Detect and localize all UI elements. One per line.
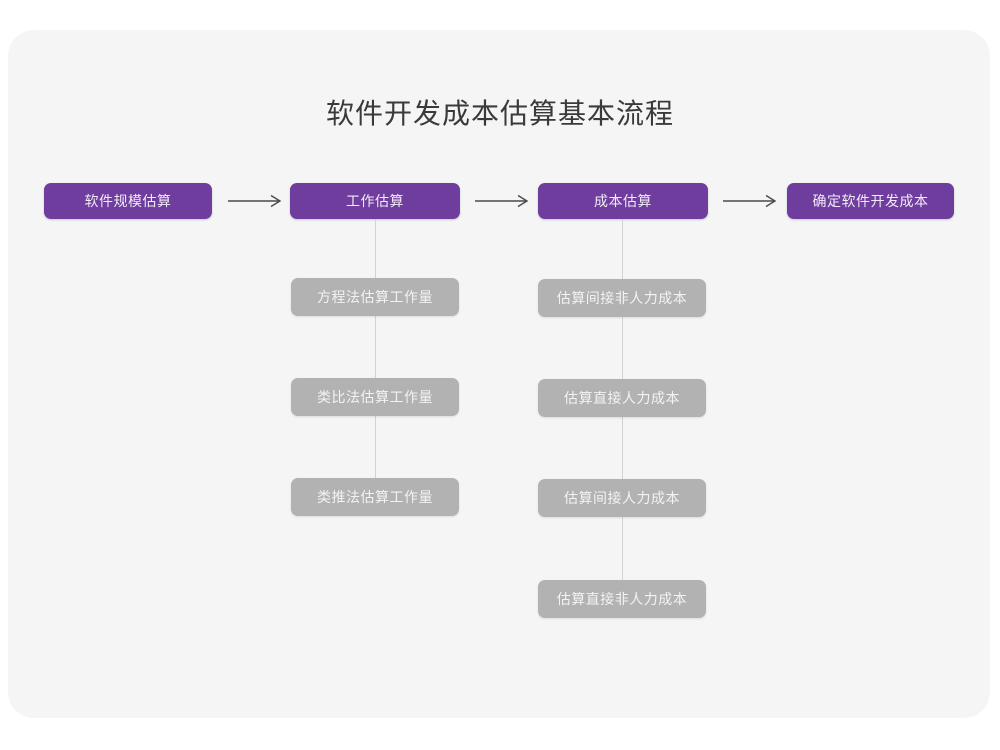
stage-node-label: 确定软件开发成本 — [812, 193, 929, 209]
stage-node-label: 软件规模估算 — [84, 193, 172, 209]
substep-node-label: 方程法估算工作量 — [317, 289, 433, 305]
stage-node-final-software-dev-cost[interactable]: 确定软件开发成本 — [787, 183, 954, 219]
arrow-right-icon-2 — [472, 190, 536, 212]
page-title: 软件开发成本估算基本流程 — [325, 98, 674, 129]
diagram-card — [8, 30, 990, 718]
substep-node-label: 估算间接人力成本 — [564, 490, 680, 506]
substep-node-label: 估算直接非人力成本 — [556, 591, 688, 607]
substep-node-label: 估算间接非人力成本 — [556, 290, 688, 306]
substep-node-label: 类比法估算工作量 — [317, 389, 433, 405]
substep-node[interactable]: 估算间接非人力成本 — [538, 279, 706, 317]
substep-node[interactable]: 估算直接非人力成本 — [538, 580, 706, 618]
stage-node-cost-estimation[interactable]: 成本估算 — [538, 183, 708, 219]
substep-node-label: 估算直接人力成本 — [564, 390, 680, 406]
substep-node[interactable]: 方程法估算工作量 — [291, 278, 459, 316]
stage-node-label: 工作估算 — [346, 193, 404, 209]
substep-node[interactable]: 估算间接人力成本 — [538, 479, 706, 517]
stage-node-work-estimation[interactable]: 工作估算 — [290, 183, 460, 219]
substep-node-label: 类推法估算工作量 — [317, 489, 433, 505]
connector-line-column-3 — [622, 219, 623, 617]
substep-node[interactable]: 类推法估算工作量 — [291, 478, 459, 516]
stage-node-label: 成本估算 — [594, 193, 652, 209]
substep-node[interactable]: 估算直接人力成本 — [538, 379, 706, 417]
substep-node[interactable]: 类比法估算工作量 — [291, 378, 459, 416]
stage-node-software-scale-estimation[interactable]: 软件规模估算 — [44, 183, 212, 219]
arrow-right-icon-3 — [720, 190, 784, 212]
connector-line-column-2 — [375, 219, 376, 516]
arrow-right-icon-1 — [225, 190, 289, 212]
